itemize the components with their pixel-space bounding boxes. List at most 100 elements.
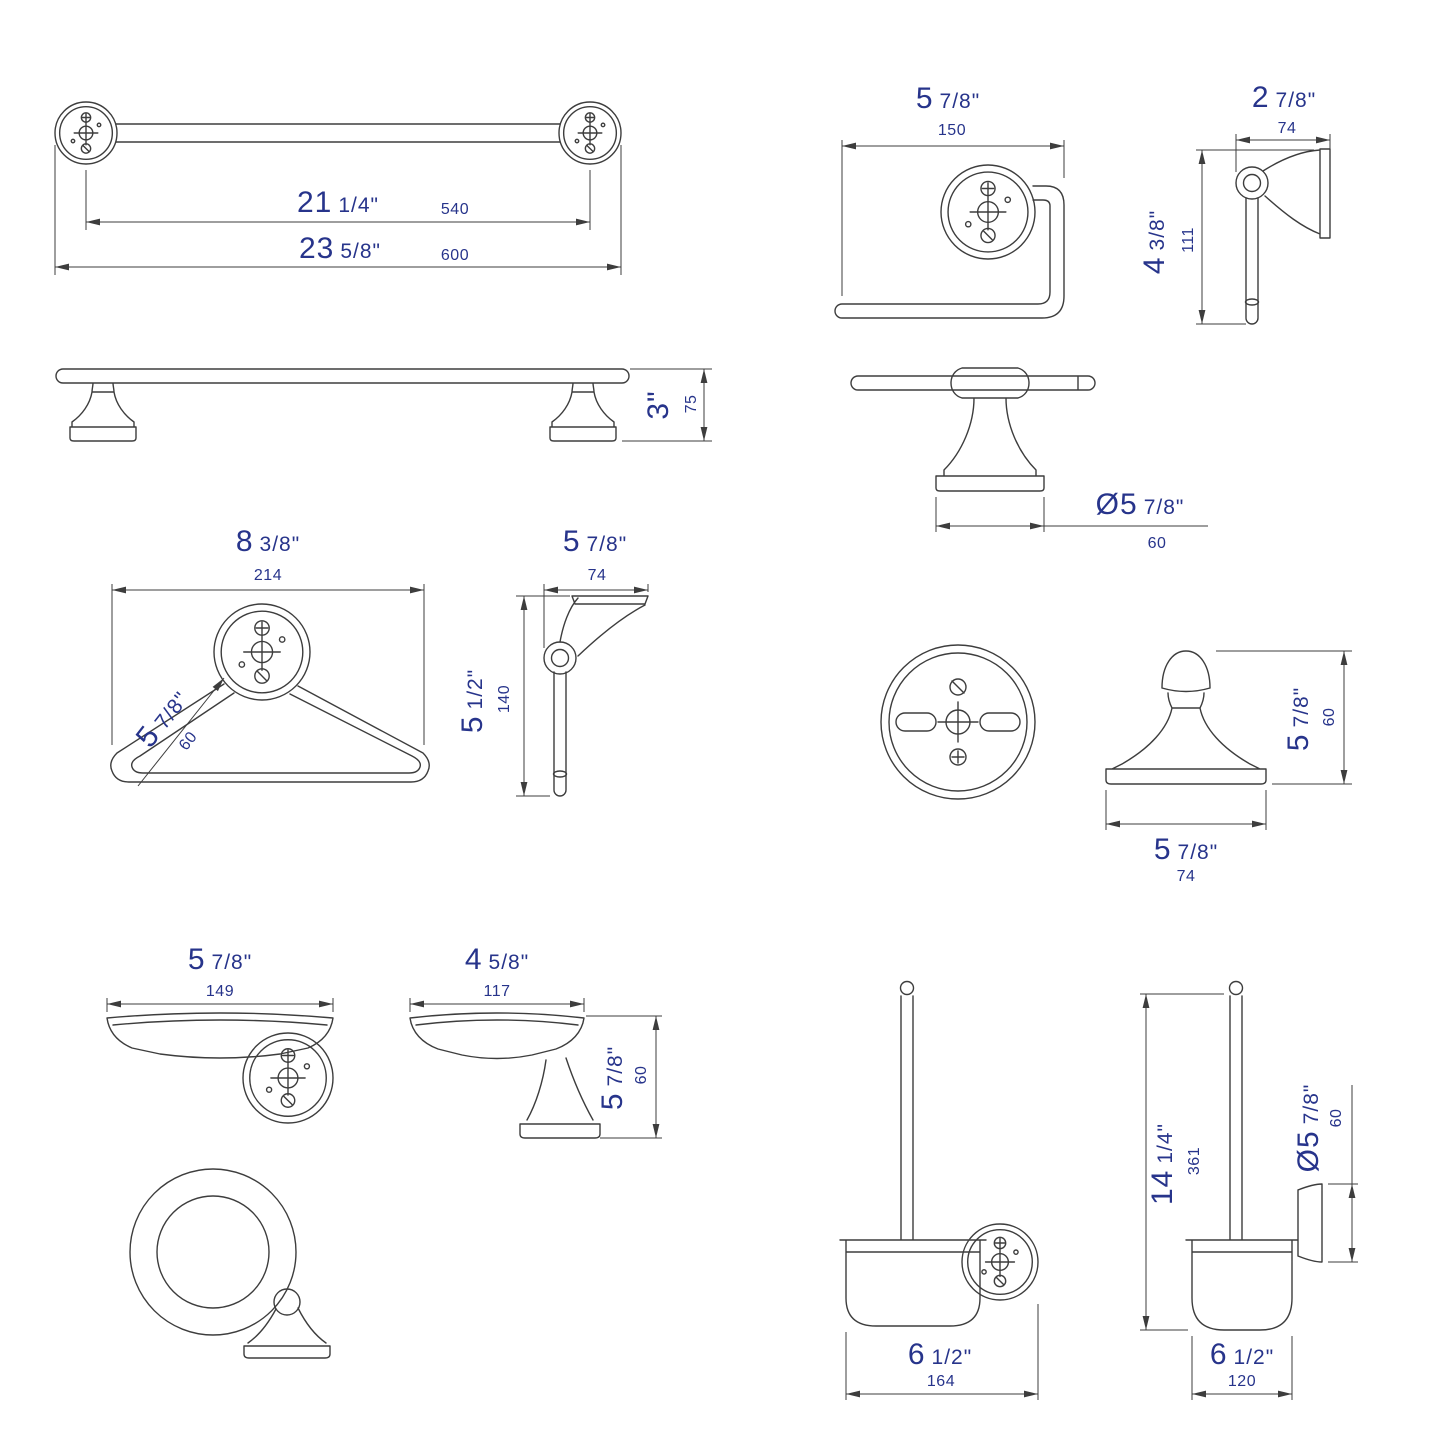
towel-ring-flange (213, 603, 311, 701)
towel-bar-rail (115, 123, 561, 143)
dim-fraction: 1/2" (464, 669, 487, 710)
dim-fraction: 3/8" (260, 533, 301, 556)
dim-whole: 2 (1252, 81, 1270, 114)
paper-holder-arm (834, 185, 1065, 319)
dim-whole: 5 (563, 525, 581, 558)
soap-dish-height-dim-mm: 60 (633, 1066, 650, 1085)
paper-holder-height-extension-lines (1196, 149, 1314, 325)
soap-dish-height-extension-lines (586, 1015, 662, 1139)
soap-dish-flange (242, 1032, 334, 1124)
dim-fraction: 1/2" (932, 1346, 973, 1369)
paper-holder-flange (940, 164, 1036, 260)
dim-fraction: 5/8" (489, 951, 530, 974)
robe-hook-width-dim-mm: 74 (1177, 868, 1196, 885)
towel-bar-side-view: 3" 75 (55, 368, 712, 442)
toilet-brush-flange-dim-mm: 60 (1328, 1109, 1345, 1128)
robe-hook-height-dim-mm: 60 (1321, 708, 1338, 727)
towel-ring-height-dim-in: 51/2" (456, 669, 489, 733)
paper-holder-width-dim-mm: 150 (938, 122, 966, 139)
dim-fraction: 7/8" (1144, 496, 1185, 519)
towel-bar-outer-dim-mm: 600 (441, 247, 469, 264)
dim-whole: 5 (596, 1092, 629, 1110)
dim-whole: 23 (299, 232, 334, 265)
dim-fraction: 7/8" (587, 533, 628, 556)
toilet-brush-height-extension-lines (1140, 993, 1224, 1331)
toilet-brush-front-flange (961, 1223, 1039, 1301)
dim-fraction: 7/8" (1300, 1084, 1323, 1125)
toilet-brush-front-knob (899, 980, 915, 996)
towel-ring-height-dim-mm: 140 (496, 685, 513, 713)
toilet-brush-height-dim-mm: 361 (1186, 1147, 1203, 1175)
dim-fraction: 3/8" (1146, 210, 1169, 251)
towel-ring-flange-dim-mm: 60 (176, 729, 201, 754)
towel-ring-flange-leader-line (137, 677, 225, 787)
dim-whole: 5 (1154, 833, 1172, 866)
paper-holder-side-outline (1245, 148, 1331, 325)
dim-whole: 6 (908, 1338, 926, 1371)
towel-ring-side-outline (553, 595, 649, 797)
robe-hook-bottom-screw-cross (951, 750, 965, 764)
dim-whole: 4 (1138, 256, 1171, 274)
dim-fraction: 7/8" (1276, 89, 1317, 112)
soap-dish-top-ball (273, 1288, 301, 1316)
towel-ring-depth-extension-lines (543, 584, 649, 648)
dim-whole: 3" (642, 390, 675, 419)
paper-holder-depth-dim-in: 2 7/8" (1252, 81, 1316, 114)
paper-holder-width-extension-lines (841, 140, 1065, 296)
robe-hook-width-dim-in: 5 7/8" (1154, 833, 1218, 866)
soap-dish-width-dim-mm: 149 (206, 983, 234, 1000)
soap-dish-height-dim-in: 5 7/8" (596, 1046, 629, 1110)
paper-holder-top-outline (850, 367, 1096, 492)
robe-hook-flange-inner (888, 652, 1028, 792)
dim-whole: 5 (916, 82, 934, 115)
dim-fraction: 7/8" (1178, 841, 1219, 864)
towel-bar-extension-lines (54, 145, 622, 275)
soap-dish-top-inner (156, 1195, 270, 1309)
towel-bar-right-flange (558, 101, 622, 165)
dim-fraction: 7/8" (1290, 687, 1313, 728)
towel-bar-height-extension-lines (622, 368, 712, 442)
soap-dish-depth-dim-mm: 117 (483, 983, 510, 1000)
toilet-brush-front-width-dim-in: 6 1/2" (908, 1338, 972, 1371)
soap-dish-width-extension-lines (106, 998, 334, 1012)
paper-holder-side-roller-tip (1244, 298, 1260, 306)
robe-hook-flange-outer (880, 644, 1036, 800)
dim-whole: Ø5 (1292, 1130, 1325, 1172)
toilet-brush-front-outline (839, 995, 987, 1327)
dim-fraction: 1/4" (338, 194, 379, 217)
dim-fraction: 7/8" (604, 1046, 627, 1087)
robe-hook-top-screw-slot (951, 680, 965, 694)
soap-dish-front-outline (106, 1012, 334, 1059)
towel-ring-width-extension-lines (111, 584, 425, 745)
robe-hook-top-screw (949, 678, 967, 696)
dim-fraction: 1/2" (1234, 1346, 1275, 1369)
towel-bar-height-dim-mm: 75 (683, 395, 700, 414)
robe-hook-side-outline (1105, 650, 1267, 785)
toilet-brush-side-outline (1185, 995, 1323, 1331)
paper-holder-height-dim-in: 4 3/8" (1138, 210, 1171, 274)
toilet-brush-side-width-dim-mm: 120 (1228, 1373, 1256, 1390)
paper-holder-side-ball-inner (1242, 173, 1262, 193)
robe-hook-height-extension-lines (1216, 650, 1352, 785)
soap-dish-top-outer (129, 1168, 297, 1336)
soap-dish-depth-extension-lines (409, 998, 585, 1012)
toilet-brush-side-width-extension-lines (1191, 1336, 1293, 1400)
